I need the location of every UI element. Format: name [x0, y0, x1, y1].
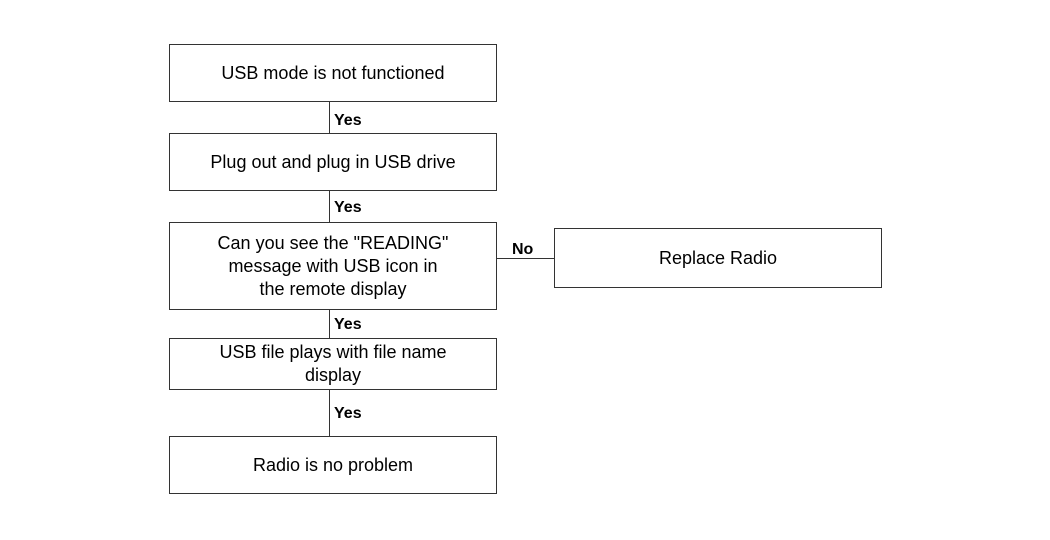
- step-text: USB mode is not functioned: [221, 62, 445, 83]
- yes-label: Yes: [334, 112, 362, 129]
- connector-line-no: [497, 258, 554, 259]
- connector-line: [329, 102, 330, 133]
- decision-reading-message: Can you see the "READING" message with U…: [169, 222, 497, 310]
- step-text: Radio is no problem: [252, 454, 414, 475]
- step-usb-not-functioned: USB mode is not functioned: [169, 44, 497, 102]
- no-label: No: [512, 241, 534, 258]
- yes-label: Yes: [334, 405, 362, 422]
- step-replace-radio: Replace Radio: [554, 228, 882, 288]
- step-text: Can you see the "READING" message with U…: [217, 232, 449, 299]
- connector-line: [329, 191, 330, 222]
- step-text: Plug out and plug in USB drive: [210, 151, 456, 172]
- connector-line: [329, 310, 330, 338]
- step-text: USB file plays with file name display: [219, 342, 447, 385]
- step-text: Replace Radio: [658, 247, 778, 268]
- connector-line: [329, 390, 330, 436]
- step-replug-usb-drive: Plug out and plug in USB drive: [169, 133, 497, 191]
- yes-label: Yes: [334, 316, 362, 333]
- step-radio-no-problem: Radio is no problem: [169, 436, 497, 494]
- step-usb-file-plays: USB file plays with file name display: [169, 338, 497, 390]
- yes-label: Yes: [334, 199, 362, 216]
